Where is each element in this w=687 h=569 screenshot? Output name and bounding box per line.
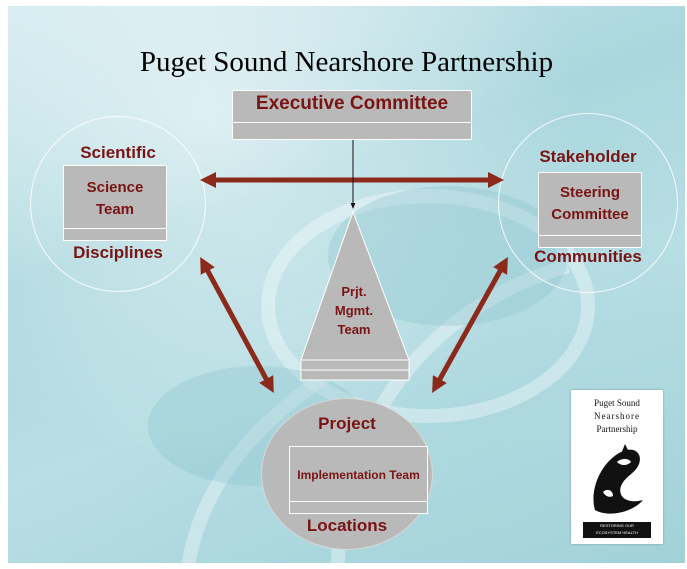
- executive-committee-label: Executive Committee: [255, 93, 449, 114]
- slide: Puget Sound Nearshore Partnership Execut…: [8, 6, 685, 563]
- scientific-label: Scientific: [80, 143, 156, 162]
- executive-committee-box: [232, 90, 472, 140]
- arrows: [199, 140, 508, 394]
- pmt-triangle: [300, 210, 410, 381]
- logo-line1: Puget Sound: [594, 398, 640, 408]
- stakeholder-label: Stakeholder: [539, 147, 637, 166]
- steering-committee-label: Steering Committee: [551, 184, 629, 223]
- science-team-label: Science Team: [86, 179, 144, 218]
- science-team-box: [63, 165, 167, 241]
- pmt-label: Prjt. Mgmt. Team: [334, 284, 374, 337]
- project-label: Project: [318, 414, 376, 433]
- logo-line2: Nearshore: [594, 411, 640, 421]
- logo-line3: Partnership: [596, 424, 638, 434]
- logo-tagline-bar: [583, 522, 651, 538]
- implementation-team-label: Implementation Team: [297, 468, 420, 482]
- disciplines-label: Disciplines: [73, 243, 163, 262]
- orca-icon: [593, 444, 643, 514]
- logo-tagline2: ECOSYSTEM HEALTH: [596, 530, 638, 535]
- locations-label: Locations: [306, 516, 388, 535]
- scientific-circle: [30, 116, 206, 292]
- logo-tagline1: RESTORING OUR: [600, 523, 634, 528]
- logo: Puget Sound Nearshore Partnership RESTOR…: [571, 390, 663, 544]
- implementation-team-box: [289, 446, 428, 514]
- stakeholder-circle: [498, 113, 678, 293]
- communities-label: Communities: [534, 247, 642, 266]
- page-title: Puget Sound Nearshore Partnership: [139, 46, 554, 78]
- left-diagonal-arrow: [200, 256, 274, 394]
- right-diagonal-arrow: [432, 257, 508, 393]
- steering-committee-box: [538, 172, 642, 248]
